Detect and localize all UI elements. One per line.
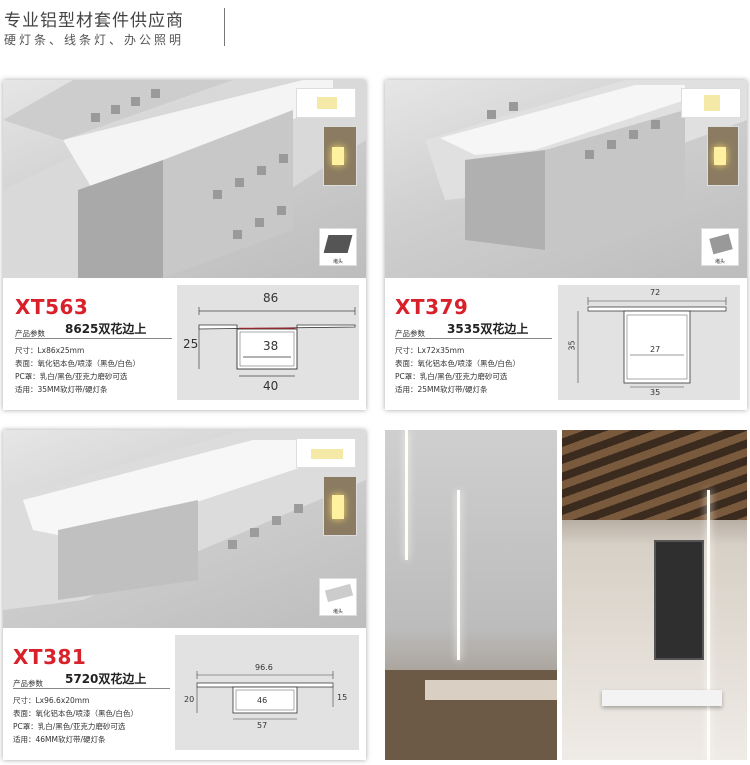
product-card-xt381: 堵头 XT381 产品参数 5720双花边上 尺寸：Lx96.6x20mm 表面…: [3, 430, 366, 760]
spec-cover: PC罩：乳白/黑色/亚克力磨砂可选: [15, 372, 128, 381]
interior-photo-living: [385, 430, 557, 760]
product-name: 8625双花边上: [65, 322, 147, 336]
product-name: 3535双花边上: [447, 322, 529, 336]
spec-size: 尺寸：Lx86x25mm: [15, 346, 85, 355]
params-divider: [395, 338, 552, 339]
spec-cover: PC罩：乳白/黑色/亚克力磨砂可选: [13, 722, 126, 731]
endcap-thumb: 堵头: [319, 228, 357, 266]
install-thumb-side: [707, 126, 739, 186]
interior-photo-bathroom: [562, 430, 747, 760]
cross-section-diagram: 72 35 27 35: [558, 285, 740, 400]
spec-surface: 表面：氧化铝本色/喷漆（黑色/白色）: [395, 359, 521, 368]
page-subtitle: 硬灯条、线条灯、办公照明: [4, 33, 185, 47]
product-photo: 堵头: [3, 80, 366, 278]
dim-height: 25: [183, 337, 199, 351]
dim-height: 35: [567, 340, 577, 351]
spec-usage: 适用：25MM软灯带/硬灯条: [395, 385, 488, 394]
product-name: 5720双花边上: [65, 672, 147, 686]
params-divider: [13, 688, 170, 689]
dim-top: 72: [650, 288, 661, 297]
endcap-label: 堵头: [715, 259, 726, 265]
install-thumb-top: [296, 438, 356, 468]
profile-render: [3, 430, 366, 610]
dim-bottom: 57: [257, 721, 268, 730]
dim-bottom: 40: [263, 379, 279, 393]
product-photo: 堵头: [385, 80, 747, 278]
cross-section-diagram: 86 25 38 40: [177, 285, 359, 400]
product-code: XT379: [395, 295, 469, 319]
spec-list: 尺寸：Lx86x25mm 表面：氧化铝本色/喷漆（黑色/白色） PC罩：乳白/黑…: [15, 344, 140, 396]
spec-size: 尺寸：Lx72x35mm: [395, 346, 465, 355]
header-divider: [224, 8, 225, 46]
endcap-thumb: 堵头: [319, 578, 357, 616]
install-thumb-top: [296, 88, 356, 118]
product-code: XT563: [15, 295, 89, 319]
params-label: 产品参数: [13, 679, 43, 688]
dim-height: 20: [184, 695, 195, 704]
cross-section-diagram: 96.6 20 46 15 57: [175, 635, 359, 750]
endcap-thumb: 堵头: [701, 228, 739, 266]
endcap-label: 堵头: [333, 609, 344, 615]
dim-top: 86: [263, 291, 279, 305]
params-label: 产品参数: [15, 329, 45, 338]
product-card-xt563: 堵头 XT563 产品参数 8625双花边上 尺寸：Lx86x25mm 表面：氧…: [3, 80, 366, 410]
params-divider: [15, 338, 172, 339]
page-title: 专业铝型材套件供应商: [4, 11, 184, 31]
profile-render: [425, 80, 747, 250]
spec-surface: 表面：氧化铝本色/喷漆（黑色/白色）: [13, 709, 139, 718]
spec-usage: 适用：46MM软灯带/硬灯条: [13, 735, 106, 744]
product-code: XT381: [13, 645, 87, 669]
profile-render: [3, 80, 366, 278]
product-photo: 堵头: [3, 430, 366, 628]
dim-inner: 27: [650, 345, 661, 354]
spec-list: 尺寸：Lx96.6x20mm 表面：氧化铝本色/喷漆（黑色/白色） PC罩：乳白…: [13, 694, 138, 746]
spec-usage: 适用：35MM软灯带/硬灯条: [15, 385, 108, 394]
endcap-label: 堵头: [333, 259, 344, 265]
install-thumb-side: [323, 476, 357, 536]
dim-inner: 38: [263, 339, 279, 353]
spec-surface: 表面：氧化铝本色/喷漆（黑色/白色）: [15, 359, 141, 368]
install-thumb-side: [323, 126, 357, 186]
dim-top: 96.6: [255, 663, 273, 672]
spec-list: 尺寸：Lx72x35mm 表面：氧化铝本色/喷漆（黑色/白色） PC罩：乳白/黑…: [395, 344, 520, 396]
install-thumb-top: [681, 88, 741, 118]
dim-bottom: 35: [650, 388, 661, 397]
params-label: 产品参数: [395, 329, 425, 338]
spec-cover: PC罩：乳白/黑色/亚克力磨砂可选: [395, 372, 508, 381]
dim-right: 15: [337, 693, 348, 702]
dim-inner: 46: [257, 696, 268, 705]
product-card-xt379: 堵头 XT379 产品参数 3535双花边上 尺寸：Lx72x35mm 表面：氧…: [385, 80, 747, 410]
spec-size: 尺寸：Lx96.6x20mm: [13, 696, 90, 705]
